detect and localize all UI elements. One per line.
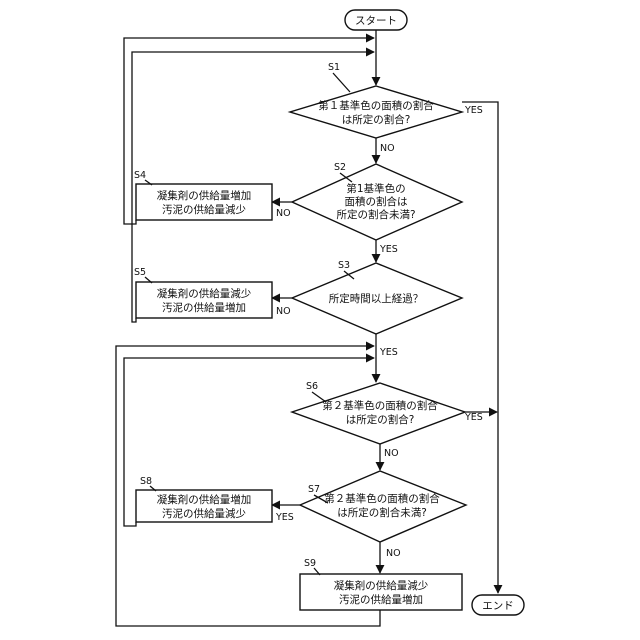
s1-line-1: 第１基準色の面積の割合 bbox=[318, 99, 434, 112]
step-s8-process: 凝集剤の供給量増加 汚泥の供給量減少 S8 bbox=[136, 476, 272, 522]
s9-id: S9 bbox=[304, 558, 316, 569]
end-terminal: エンド bbox=[472, 595, 524, 615]
s2-line-1: 第1基準色の bbox=[346, 182, 405, 195]
step-s2-decision: 第1基準色の 面積の割合は 所定の割合未満? S2 bbox=[292, 162, 462, 240]
s1-id: S1 bbox=[328, 62, 340, 73]
s2-line-3: 所定の割合未満? bbox=[336, 208, 415, 221]
s5-line-2: 汚泥の供給量増加 bbox=[162, 301, 246, 314]
s2-id: S2 bbox=[334, 162, 346, 173]
s2-yes-label: YES bbox=[379, 244, 398, 255]
s5-line-1: 凝集剤の供給量減少 bbox=[157, 287, 252, 300]
start-label: スタート bbox=[355, 15, 397, 27]
s6-yes-label: YES bbox=[464, 412, 483, 423]
s4-line-2: 汚泥の供給量減少 bbox=[162, 203, 246, 216]
s3-yes-label: YES bbox=[379, 347, 398, 358]
s8-id: S8 bbox=[140, 476, 152, 487]
s1-line-2: は所定の割合? bbox=[342, 113, 411, 126]
edge-s1-yes-end bbox=[462, 102, 498, 593]
step-s3-decision: 所定時間以上経過？ S3 bbox=[292, 260, 462, 334]
s2-no-label: NO bbox=[276, 208, 291, 219]
s9-line-2: 汚泥の供給量増加 bbox=[339, 593, 423, 606]
s6-id: S6 bbox=[306, 381, 318, 392]
s4-line-1: 凝集剤の供給量増加 bbox=[157, 189, 252, 202]
s6-line-2: は所定の割合? bbox=[346, 413, 415, 426]
s7-line-1: 第２基準色の面積の割合 bbox=[324, 492, 440, 505]
s8-line-2: 汚泥の供給量減少 bbox=[162, 507, 246, 520]
step-s9-process: 凝集剤の供給量減少 汚泥の供給量増加 S9 bbox=[300, 558, 462, 610]
step-s4-process: 凝集剤の供給量増加 汚泥の供給量減少 S4 bbox=[134, 170, 272, 220]
end-label: エンド bbox=[482, 600, 514, 612]
step-s5-process: 凝集剤の供給量減少 汚泥の供給量増加 S5 bbox=[134, 267, 272, 318]
s3-id: S3 bbox=[338, 260, 350, 271]
s9-line-1: 凝集剤の供給量減少 bbox=[334, 579, 429, 592]
s5-id: S5 bbox=[134, 267, 146, 278]
s6-no-label: NO bbox=[384, 448, 399, 459]
s7-id: S7 bbox=[308, 484, 320, 495]
s6-line-1: 第２基準色の面積の割合 bbox=[322, 399, 438, 412]
s4-id: S4 bbox=[134, 170, 146, 181]
s2-line-2: 面積の割合は bbox=[345, 195, 408, 208]
connectors bbox=[116, 30, 498, 626]
start-terminal: スタート bbox=[345, 10, 407, 30]
s1-no-label: NO bbox=[380, 143, 395, 154]
s1-yes-label: YES bbox=[464, 105, 483, 116]
s3-no-label: NO bbox=[276, 306, 291, 317]
step-s7-decision: 第２基準色の面積の割合 は所定の割合未満? S7 bbox=[300, 471, 466, 542]
s7-no-label: NO bbox=[386, 548, 401, 559]
s7-line-2: は所定の割合未満? bbox=[337, 506, 427, 519]
s8-line-1: 凝集剤の供給量増加 bbox=[157, 493, 252, 506]
step-s6-decision: 第２基準色の面積の割合 は所定の割合? S6 bbox=[292, 381, 465, 444]
s3-line-1: 所定時間以上経過？ bbox=[329, 292, 424, 305]
s7-yes-label: YES bbox=[275, 512, 294, 523]
